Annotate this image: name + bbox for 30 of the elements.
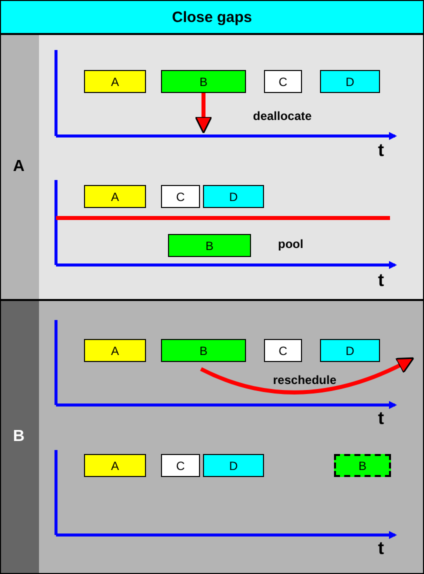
task-box: A [84, 339, 146, 362]
task-box: C [264, 70, 302, 93]
task-box: D [203, 454, 264, 477]
arrow [194, 93, 212, 134]
task-box: B [334, 454, 391, 477]
task-box: D [320, 70, 380, 93]
section-label: B [13, 428, 25, 446]
task-box: A [84, 454, 146, 477]
section-panel [0, 300, 424, 574]
arrow [200, 357, 414, 394]
axis-label: t [378, 408, 384, 429]
title-bar: Close gaps [0, 0, 424, 34]
section-panel [0, 34, 424, 300]
edge-label: reschedule [273, 373, 336, 387]
task-box: B [161, 70, 246, 93]
task-box: D [320, 339, 380, 362]
axis-label: t [378, 270, 384, 291]
task-box: C [161, 454, 200, 477]
task-box: D [203, 185, 264, 208]
task-box: C [264, 339, 302, 362]
task-box: B [161, 339, 246, 362]
section-label: A [13, 158, 25, 176]
axis-label: t [378, 140, 384, 161]
note-label: pool [278, 237, 304, 251]
task-box: A [84, 185, 146, 208]
task-box: B [168, 234, 251, 257]
axis-label: t [378, 538, 384, 559]
task-box: C [161, 185, 200, 208]
edge-label: deallocate [253, 109, 312, 123]
task-box: A [84, 70, 146, 93]
